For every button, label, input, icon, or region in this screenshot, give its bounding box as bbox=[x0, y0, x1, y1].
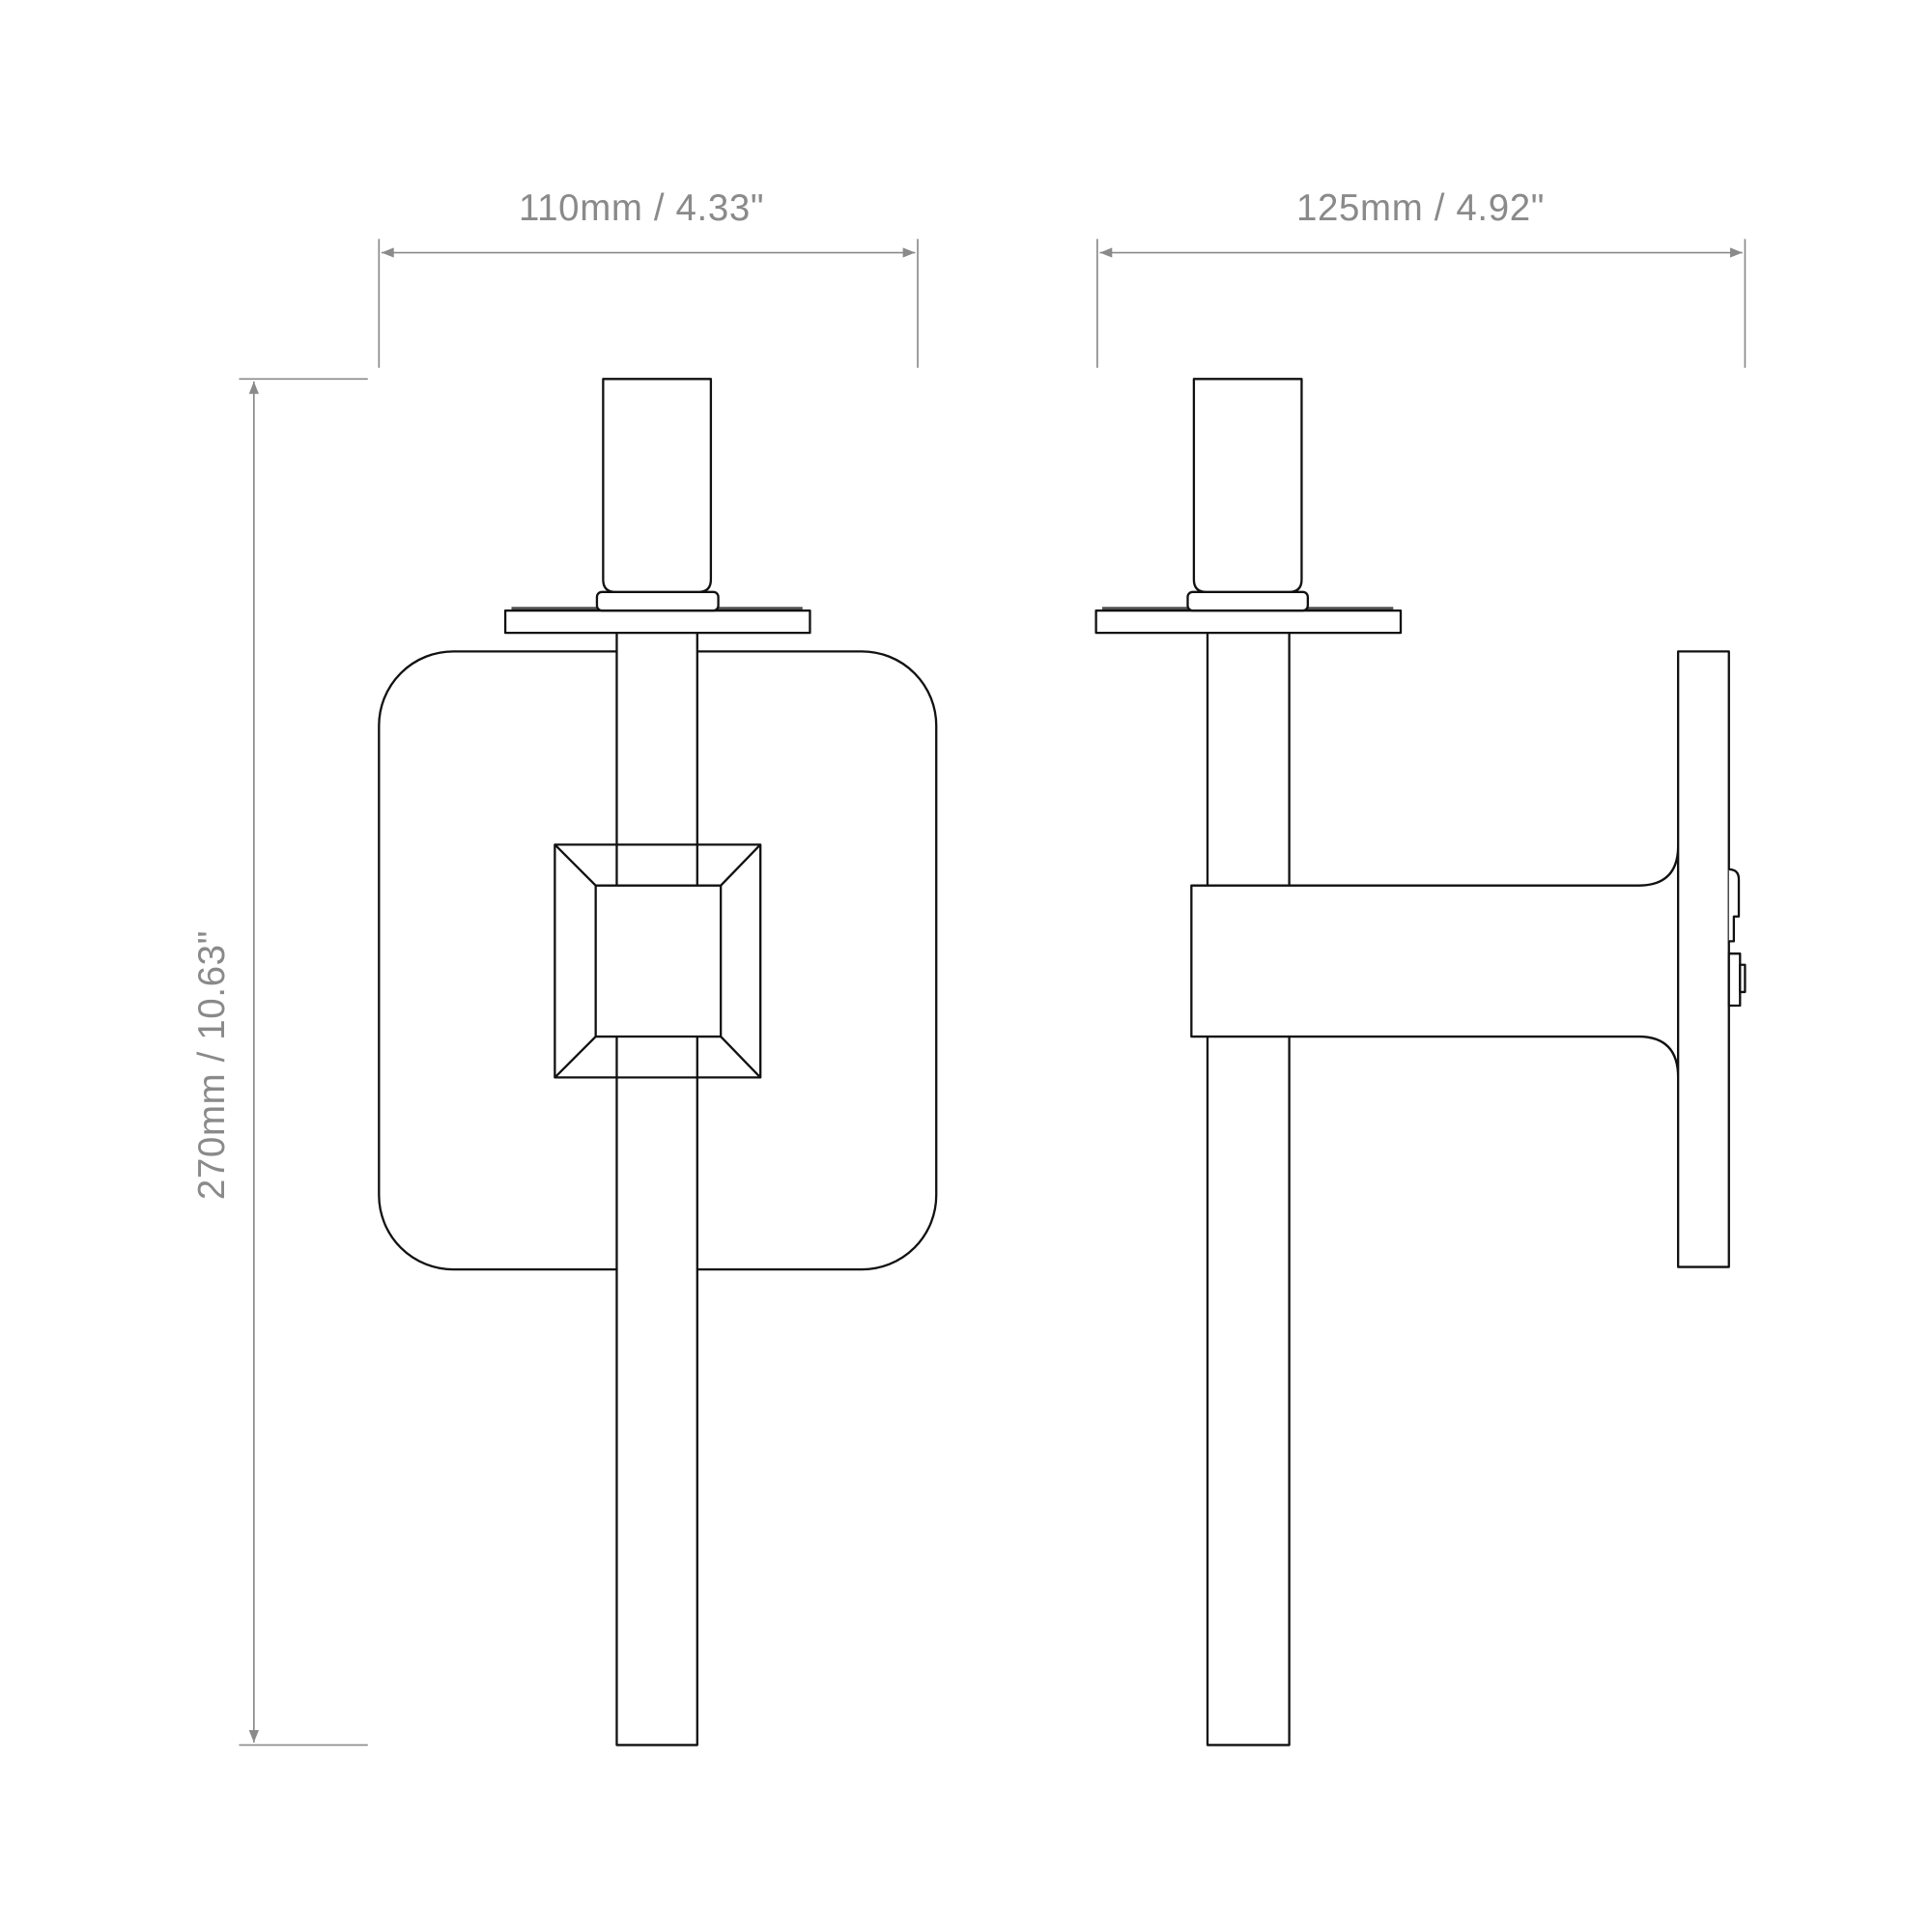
stem bbox=[615, 630, 698, 1747]
dimension-height: 270mm / 10.63" bbox=[191, 378, 368, 1747]
square-boss bbox=[554, 843, 762, 1079]
height-label: 270mm / 10.63" bbox=[191, 930, 233, 1200]
fixing-clip bbox=[1728, 867, 1741, 943]
drip-flange bbox=[503, 609, 811, 635]
side-depth-label: 125mm / 4.92" bbox=[1296, 187, 1545, 229]
front-view bbox=[378, 378, 938, 1747]
candle-tube-side bbox=[1192, 378, 1303, 593]
side-view bbox=[1094, 378, 1747, 1747]
candle-cup-side bbox=[1186, 590, 1309, 612]
candle-cup bbox=[595, 590, 720, 612]
drip-flange-side bbox=[1094, 609, 1403, 635]
dimension-front-width: 110mm / 4.33" bbox=[378, 187, 919, 368]
candle-tube bbox=[602, 378, 713, 593]
stem-side bbox=[1206, 630, 1291, 1747]
front-width-label: 110mm / 4.33" bbox=[519, 187, 764, 229]
dimension-side-depth: 125mm / 4.92" bbox=[1096, 187, 1747, 368]
fixing-screw bbox=[1727, 952, 1742, 1008]
back-plate-side bbox=[1677, 650, 1730, 1268]
